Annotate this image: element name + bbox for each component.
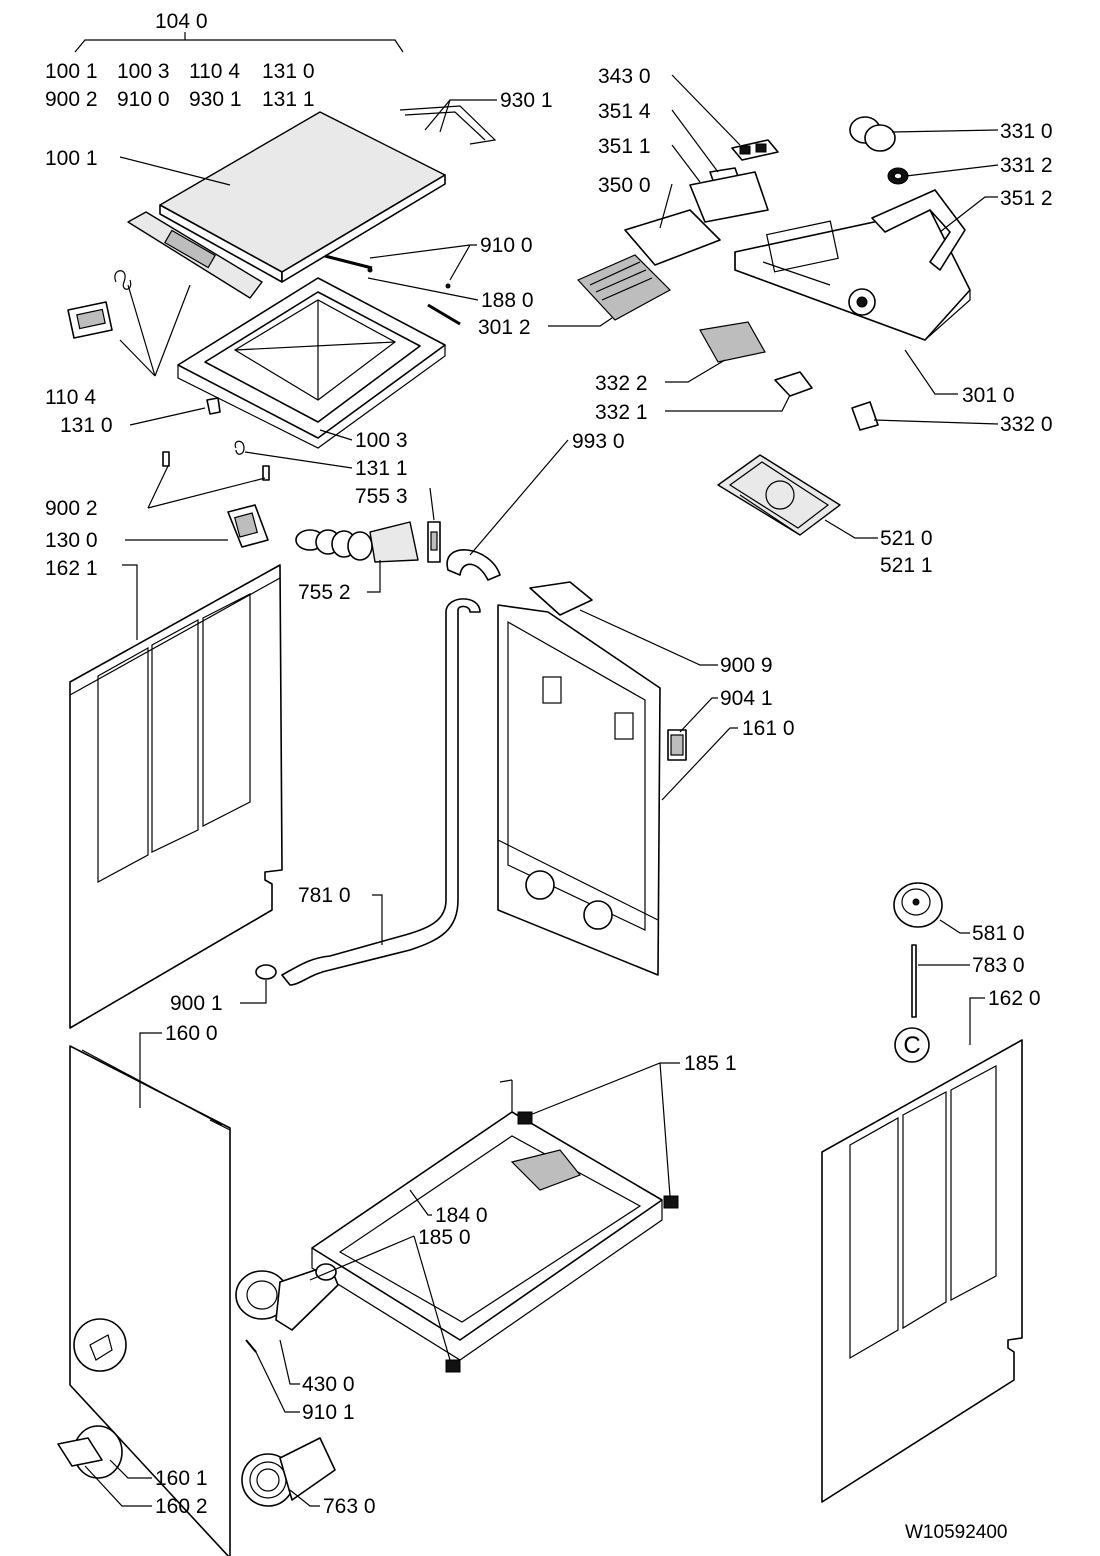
bellows-hose-part bbox=[295, 521, 419, 563]
clip-parts bbox=[162, 397, 270, 481]
label-131-1: 131 1 bbox=[355, 457, 408, 480]
label-521-0: 521 0 bbox=[880, 527, 933, 550]
label-755-3: 755 3 bbox=[355, 485, 408, 508]
top-lid-part bbox=[159, 111, 446, 283]
door-parts bbox=[57, 1425, 123, 1479]
label-781-0: 781 0 bbox=[298, 884, 351, 907]
label-110-4: 110 4 bbox=[45, 386, 96, 409]
rod-parts bbox=[324, 254, 461, 326]
label-100-3: 100 3 bbox=[355, 429, 408, 452]
label-301-0: 301 0 bbox=[962, 384, 1015, 407]
label-185-0: 185 0 bbox=[418, 1226, 471, 1249]
console-bracket-part bbox=[871, 189, 966, 271]
label-131-1-header: 131 1 bbox=[262, 88, 315, 111]
front-trim-part bbox=[127, 211, 263, 299]
screw-part bbox=[245, 1339, 257, 1353]
label-430-0: 430 0 bbox=[302, 1373, 355, 1396]
label-900-1: 900 1 bbox=[170, 992, 223, 1015]
label-331-2: 331 2 bbox=[1000, 154, 1053, 177]
label-131-0-header: 131 0 bbox=[262, 60, 315, 83]
drain-hose-part bbox=[255, 549, 501, 986]
label-160-2: 160 2 bbox=[155, 1495, 208, 1518]
document-number: W10592400 bbox=[905, 1522, 1007, 1543]
control-module-part bbox=[717, 454, 841, 536]
leader-lines bbox=[74, 32, 999, 1507]
hose-clip-part bbox=[427, 521, 441, 563]
label-332-1: 332 1 bbox=[595, 401, 648, 424]
svg-text:C: C bbox=[903, 1032, 920, 1059]
label-332-2: 332 2 bbox=[595, 372, 648, 395]
label-301-2: 301 2 bbox=[478, 316, 531, 339]
label-331-0: 331 0 bbox=[1000, 120, 1053, 143]
bracket-part bbox=[667, 729, 687, 761]
pump-motor-part bbox=[893, 882, 943, 1018]
label-343-0: 343 0 bbox=[598, 65, 651, 88]
label-910-1: 910 1 bbox=[302, 1401, 355, 1424]
dispenser-parts bbox=[699, 321, 879, 431]
label-755-2: 755 2 bbox=[298, 581, 351, 604]
label-900-2: 900 2 bbox=[45, 497, 98, 520]
label-904-1: 904 1 bbox=[720, 687, 773, 710]
lid-lock-part bbox=[227, 504, 269, 548]
control-boards-part bbox=[576, 139, 779, 321]
label-900-9: 900 9 bbox=[720, 654, 773, 677]
knob-part bbox=[849, 116, 909, 185]
label-351-4: 351 4 bbox=[598, 100, 651, 123]
label-763-0: 763 0 bbox=[323, 1495, 376, 1518]
label-332-0: 332 0 bbox=[1000, 413, 1053, 436]
label-100-1: 100 1 bbox=[45, 147, 98, 170]
base-frame-part bbox=[311, 1079, 663, 1361]
label-160-0: 160 0 bbox=[165, 1022, 218, 1045]
label-104-0: 104 0 bbox=[155, 10, 208, 33]
label-351-2: 351 2 bbox=[1000, 187, 1053, 210]
console-part bbox=[734, 209, 971, 341]
seal-strip-part bbox=[399, 105, 497, 145]
label-581-0: 581 0 bbox=[972, 922, 1025, 945]
front-panel-part bbox=[69, 1045, 231, 1556]
label-162-0: 162 0 bbox=[988, 987, 1041, 1010]
label-185-1: 185 1 bbox=[684, 1052, 737, 1075]
label-910-0-header: 910 0 bbox=[117, 88, 170, 111]
top-frame-part bbox=[177, 277, 446, 449]
drain-pump-housing-part bbox=[235, 1263, 339, 1331]
label-161-0: 161 0 bbox=[742, 717, 795, 740]
rear-panel-part bbox=[497, 581, 661, 976]
label-930-1-header: 930 1 bbox=[189, 88, 242, 111]
label-351-1: 351 1 bbox=[598, 135, 651, 158]
label-100-3-header: 100 3 bbox=[117, 60, 170, 83]
right-side-panel-part bbox=[821, 1039, 1023, 1503]
label-160-1: 160 1 bbox=[155, 1467, 208, 1490]
label-783-0: 783 0 bbox=[972, 954, 1025, 977]
handle-part bbox=[67, 301, 113, 339]
label-130-0: 130 0 bbox=[45, 529, 98, 552]
label-521-1: 521 1 bbox=[880, 554, 933, 577]
left-side-panel-part bbox=[69, 564, 283, 1029]
label-930-1: 930 1 bbox=[500, 89, 553, 112]
label-900-2-header: 900 2 bbox=[45, 88, 98, 111]
label-100-1-header: 100 1 bbox=[45, 60, 98, 83]
label-350-0: 350 0 bbox=[598, 174, 651, 197]
label-184-0: 184 0 bbox=[435, 1204, 488, 1227]
label-910-0: 910 0 bbox=[480, 234, 533, 257]
filter-part bbox=[241, 1437, 336, 1507]
header-labels: 104 0 100 1 100 3 110 4 131 0 900 2 910 … bbox=[45, 10, 315, 111]
label-188-0: 188 0 bbox=[481, 289, 534, 312]
spring-part bbox=[114, 270, 132, 290]
label-131-0: 131 0 bbox=[60, 414, 113, 437]
label-162-1: 162 1 bbox=[45, 557, 98, 580]
circle-c-marker: C bbox=[894, 1027, 930, 1063]
label-110-4-header: 110 4 bbox=[189, 60, 240, 83]
label-993-0: 993 0 bbox=[572, 430, 625, 453]
part-labels: 930 1 100 1 910 0 188 0 110 4 131 0 100 … bbox=[45, 65, 1053, 1518]
